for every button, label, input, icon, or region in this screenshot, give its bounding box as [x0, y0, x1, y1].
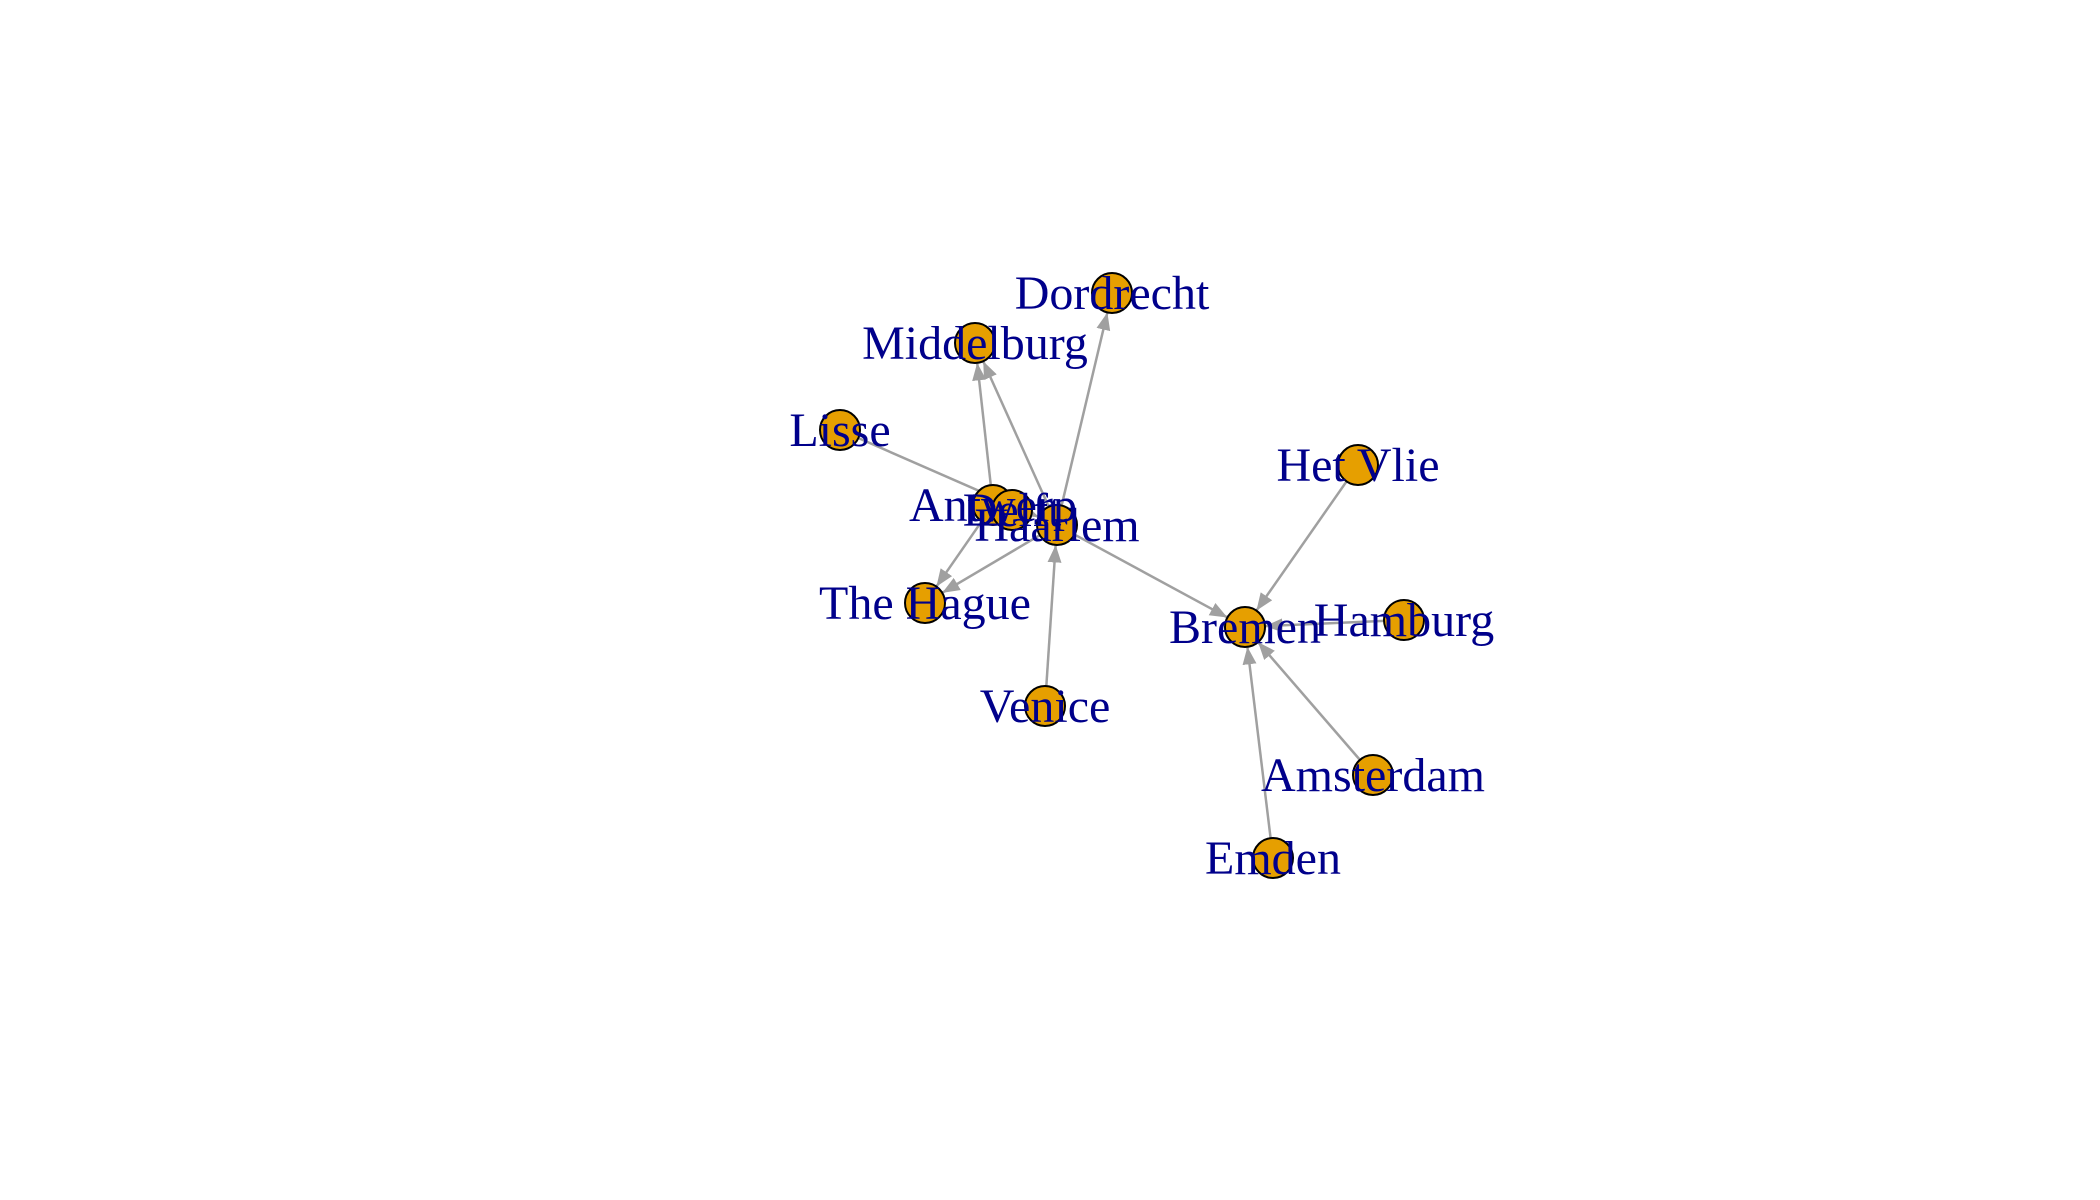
node-delft[interactable] — [991, 489, 1033, 531]
node-label-het-vlie: Het Vlie — [1276, 439, 1439, 492]
node-het-vlie[interactable] — [1337, 444, 1379, 486]
edge-het-vlie-to-bremen — [1255, 480, 1348, 612]
edge-antwerp-to-middelburg — [972, 362, 993, 486]
node-layer — [819, 272, 1425, 879]
edge-haarlem-to-middelburg — [982, 360, 1050, 508]
node-label-emden: Emden — [1205, 832, 1341, 885]
edge-layer — [857, 312, 1385, 839]
node-haarlem[interactable] — [1036, 504, 1078, 546]
node-middelburg[interactable] — [954, 322, 996, 364]
edge-haarlem-to-dordrecht — [1060, 312, 1111, 506]
node-the-hague[interactable] — [904, 582, 946, 624]
node-lisse[interactable] — [819, 409, 861, 451]
edge-haarlem-to-the-hague — [941, 534, 1041, 594]
edge-venice-to-haarlem — [1045, 544, 1062, 687]
label-layer: DordrechtMiddelburgLisseAntwerpDelftHaar… — [789, 267, 1494, 885]
edge-emden-to-bremen — [1242, 646, 1272, 839]
node-label-haarlem: Haarlem — [974, 499, 1139, 552]
node-label-bremen: Bremen — [1169, 601, 1321, 654]
edge-amsterdam-to-bremen — [1257, 641, 1361, 761]
node-label-delft: Delft — [963, 484, 1062, 537]
node-amsterdam[interactable] — [1352, 754, 1394, 796]
node-label-dordrecht: Dordrecht — [1015, 267, 1210, 320]
edge-haarlem-to-bremen — [1073, 533, 1229, 619]
node-bremen[interactable] — [1224, 606, 1266, 648]
node-label-venice: Venice — [980, 680, 1111, 733]
node-label-antwerp: Antwerp — [909, 479, 1077, 532]
node-label-lisse: Lisse — [789, 404, 890, 457]
edge-antwerp-to-the-hague — [935, 520, 983, 588]
node-label-the-hague: The Hague — [819, 577, 1031, 630]
node-hamburg[interactable] — [1383, 599, 1425, 641]
node-label-middelburg: Middelburg — [862, 317, 1088, 370]
edge-hamburg-to-bremen — [1264, 618, 1385, 633]
node-label-hamburg: Hamburg — [1314, 594, 1494, 647]
node-venice[interactable] — [1024, 685, 1066, 727]
node-emden[interactable] — [1252, 837, 1294, 879]
node-dordrecht[interactable] — [1091, 272, 1133, 314]
node-label-amsterdam: Amsterdam — [1261, 749, 1485, 802]
